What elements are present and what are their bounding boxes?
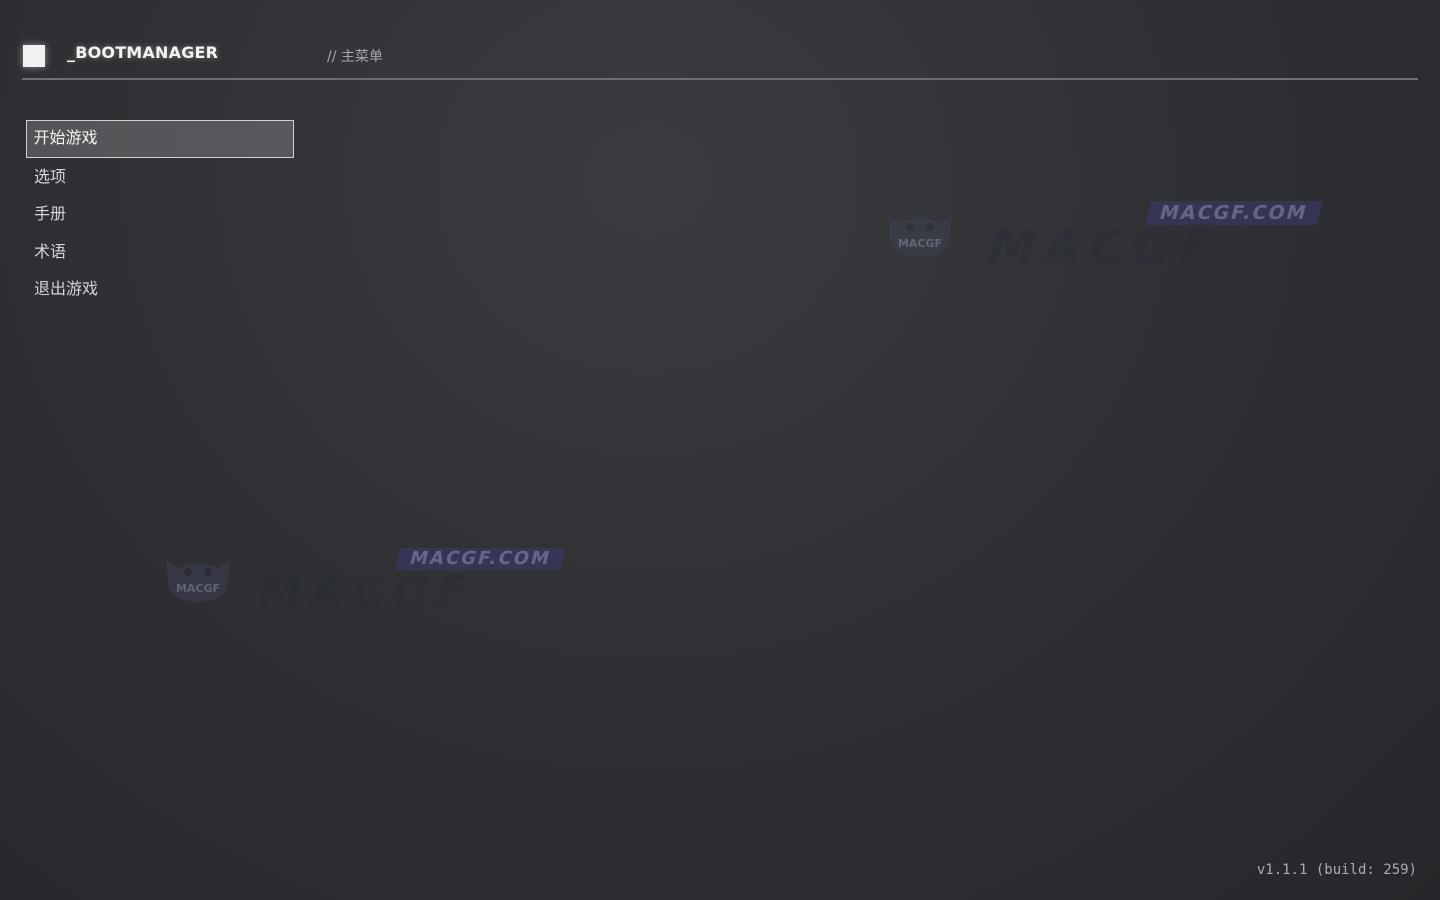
menu-item-manual[interactable]: 手册 bbox=[34, 204, 67, 223]
menu-item-start-game[interactable]: 开始游戏 bbox=[26, 120, 294, 158]
watermark-big-text: MACGF bbox=[251, 567, 481, 618]
watermark-big-text: MACGF bbox=[981, 220, 1228, 276]
version-label: v1.1.1 (build: 259) bbox=[1256, 862, 1417, 878]
app-square-icon bbox=[23, 45, 45, 67]
watermark-lower: MACGF MACGF.COM MACGF bbox=[158, 540, 566, 620]
breadcrumb: // 主菜单 bbox=[327, 49, 383, 65]
watermark-logo-text: MACGF bbox=[176, 582, 220, 595]
watermark-logo-text: MACGF bbox=[898, 237, 942, 250]
menu-item-glossary[interactable]: 术语 bbox=[34, 241, 67, 261]
watermark-upper: MACGF MACGF.COM MACGF bbox=[880, 195, 1323, 276]
watermark-cat-logo-icon: MACGF bbox=[166, 560, 230, 602]
watermark-cat-logo-icon: MACGF bbox=[888, 215, 952, 257]
top-header: _BOOTMANAGER // 主菜单 bbox=[22, 40, 1418, 80]
main-menu: 开始游戏 选项 手册 术语 退出游戏 bbox=[26, 120, 294, 308]
app-title: _BOOTMANAGER bbox=[67, 43, 219, 62]
menu-item-quit-game[interactable]: 退出游戏 bbox=[34, 279, 99, 298]
menu-item-options[interactable]: 选项 bbox=[34, 166, 67, 186]
